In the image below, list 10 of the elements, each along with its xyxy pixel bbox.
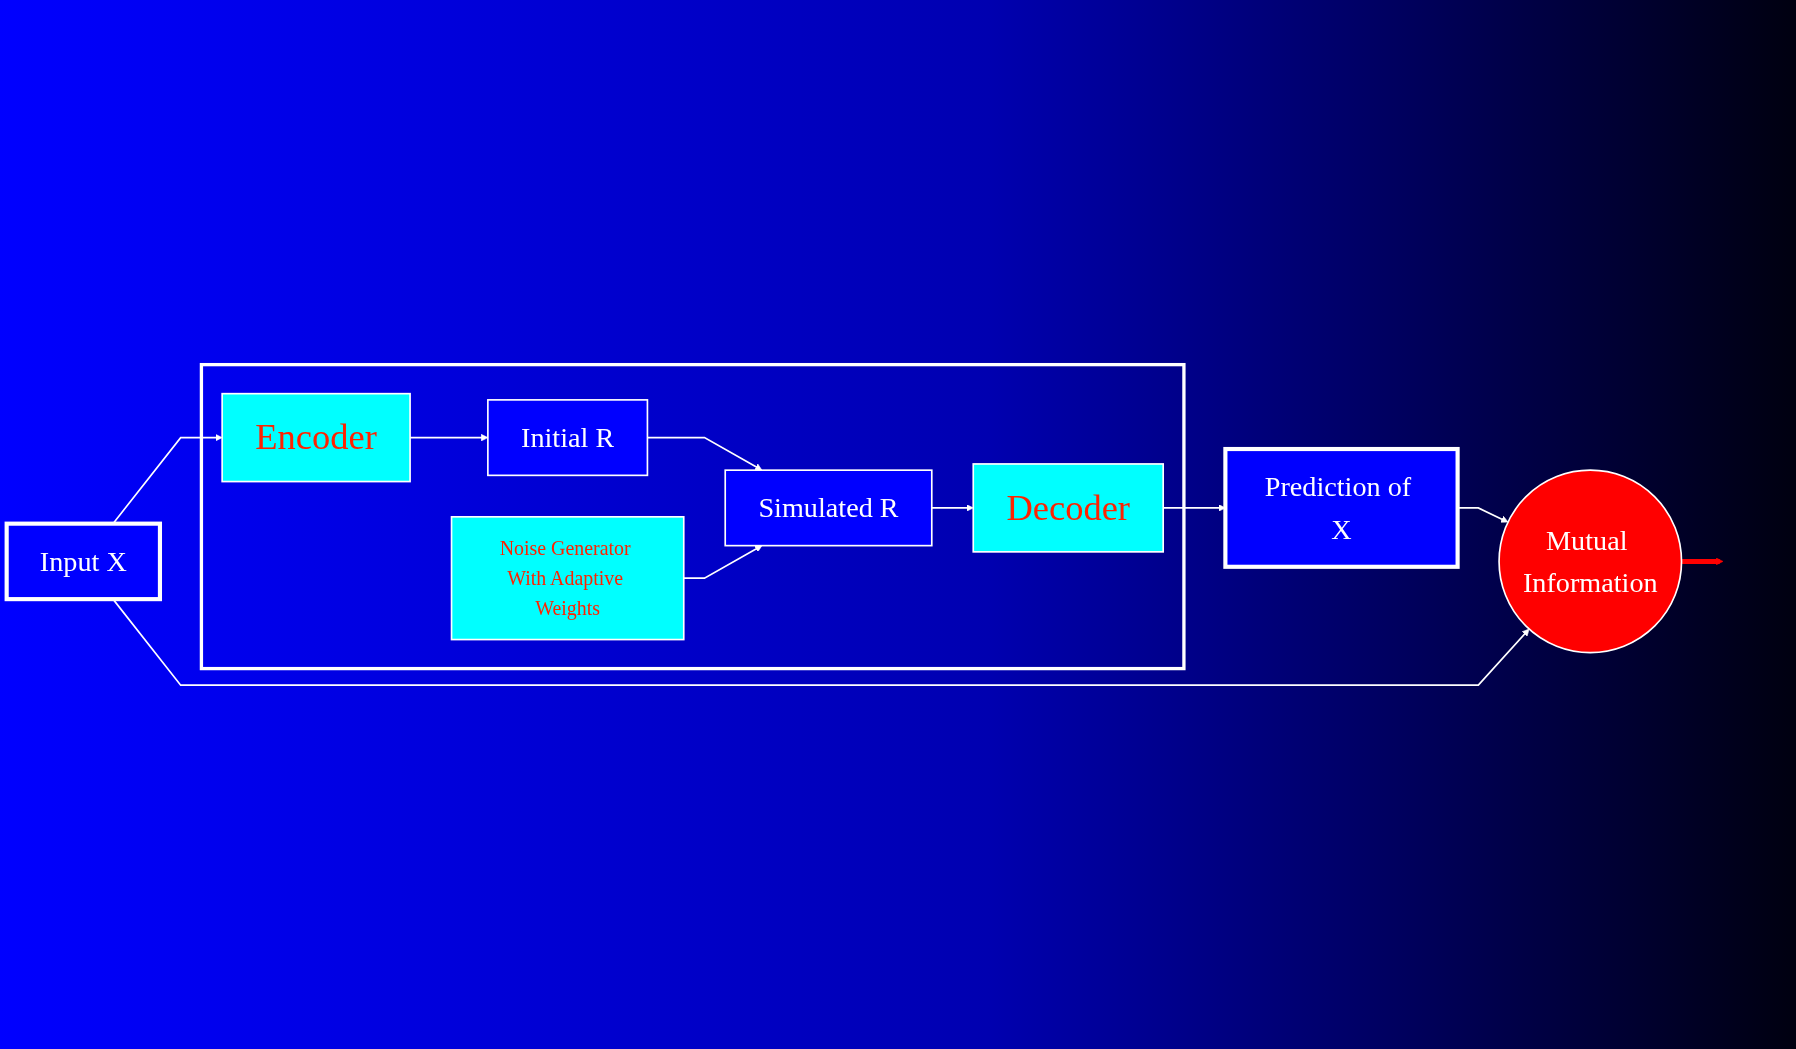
node-box: Simulated R xyxy=(724,468,933,547)
arrow xyxy=(1681,557,1724,565)
node-circle: Mutual Information xyxy=(1498,468,1683,654)
node-box: Noise Generator With Adaptive Weights xyxy=(450,515,685,640)
node-box: Prediction of X xyxy=(1223,446,1460,569)
cluster xyxy=(199,362,1186,670)
node-box: Encoder xyxy=(221,392,411,482)
node-box: Initial R xyxy=(487,398,649,476)
node-box: Input X xyxy=(4,521,163,601)
node-box: Decoder xyxy=(972,462,1164,553)
